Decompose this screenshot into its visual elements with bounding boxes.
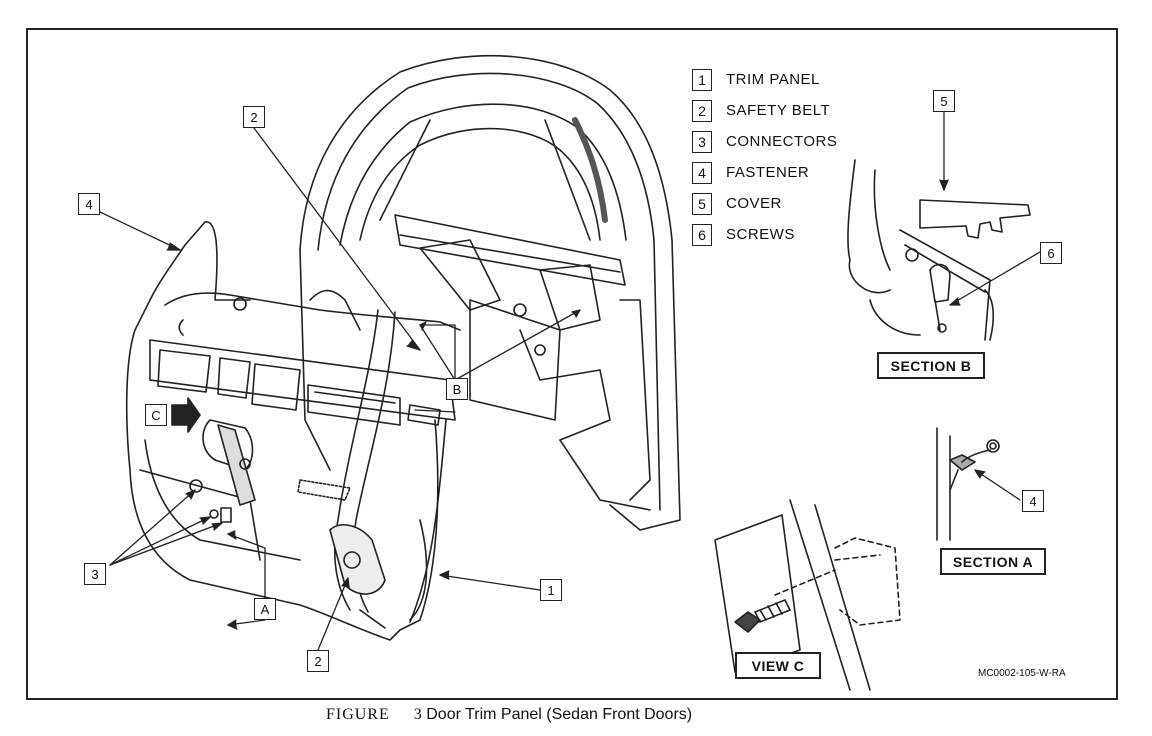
legend-number: 3 — [692, 130, 712, 153]
callout-5-section-b: 5 — [933, 90, 955, 112]
caption-lead: FIGURE — [326, 706, 390, 723]
legend-number: 4 — [692, 161, 712, 184]
legend-label: CONNECTORS — [726, 133, 838, 150]
legend-item: 4 FASTENER — [692, 157, 837, 188]
legend-item: 3 CONNECTORS — [692, 126, 837, 157]
figure-caption: FIGURE 3 Door Trim Panel (Sedan Front Doo… — [326, 706, 692, 724]
callout-4-section-a: 4 — [1022, 490, 1044, 512]
legend-item: 2 SAFETY BELT — [692, 95, 837, 126]
figure-border — [26, 28, 1118, 700]
trim-panel-illustration — [125, 221, 461, 641]
callout-6-section-b: 6 — [1040, 242, 1062, 264]
door-frame-illustration — [299, 55, 681, 531]
section-a-label: SECTION A — [940, 548, 1046, 575]
leader-lines — [99, 107, 1041, 651]
callout-b: B — [446, 378, 468, 400]
callout-1: 1 — [540, 579, 562, 601]
legend-item: 5 COVER — [692, 188, 837, 219]
safety-belt-illustration — [329, 309, 447, 629]
legend-item: 1 TRIM PANEL — [692, 64, 837, 95]
section-b-illustration — [847, 159, 1031, 341]
legend-label: SCREWS — [726, 226, 795, 243]
legend-item: 6 SCREWS — [692, 219, 837, 250]
legend-label: SAFETY BELT — [726, 102, 831, 119]
legend-label: FASTENER — [726, 164, 810, 181]
legend-number: 5 — [692, 192, 712, 215]
legend-number: 6 — [692, 223, 712, 246]
callout-a: A — [254, 598, 276, 620]
legend-number: 1 — [692, 68, 712, 91]
section-b-label: SECTION B — [877, 352, 985, 379]
section-a-illustration — [936, 427, 1000, 541]
legend-label: TRIM PANEL — [726, 71, 820, 88]
caption-number: 3 — [413, 706, 422, 723]
parts-legend: 1 TRIM PANEL 2 SAFETY BELT 3 CONNECTORS … — [692, 64, 837, 250]
legend-number: 2 — [692, 99, 712, 122]
view-c-illustration — [714, 499, 901, 691]
view-c-label: VIEW C — [735, 652, 821, 679]
callout-4-left: 4 — [78, 193, 100, 215]
callout-c: C — [145, 404, 167, 426]
caption-text: Door Trim Panel (Sedan Front Doors) — [426, 706, 693, 723]
drawing-code: MC0002-105-W-RA — [978, 668, 1066, 679]
callout-3: 3 — [84, 563, 106, 585]
legend-label: COVER — [726, 195, 782, 212]
callout-2-bottom: 2 — [307, 650, 329, 672]
callout-2-top: 2 — [243, 106, 265, 128]
